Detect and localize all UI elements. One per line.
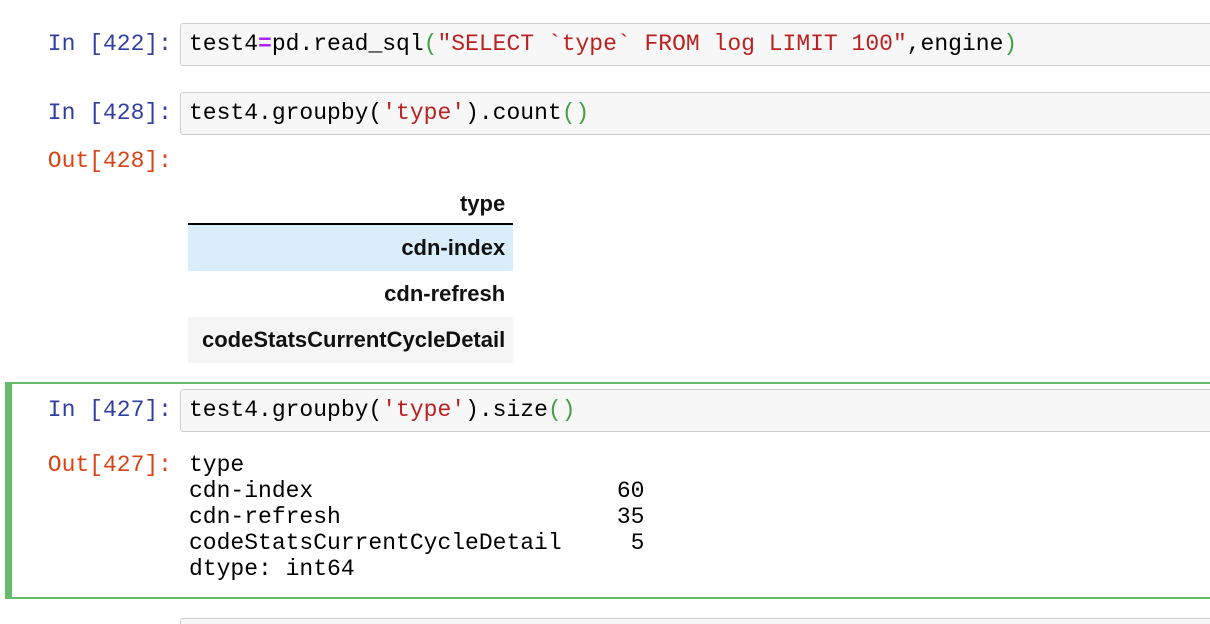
code-token: ,engine bbox=[906, 31, 1004, 57]
input-prompt: In [428]: bbox=[47, 100, 172, 126]
output-prompt: Out[427]: bbox=[47, 452, 172, 478]
table-row: cdn-refresh bbox=[188, 271, 513, 317]
code-input-area[interactable] bbox=[180, 618, 1210, 624]
table-row: cdn-index bbox=[188, 224, 514, 271]
code-input-area[interactable]: test4.groupby('type').count() bbox=[180, 92, 1210, 135]
code-token: ).size bbox=[465, 397, 548, 423]
code-cell-422: In [422]: test4=pd.read_sql("SELECT `typ… bbox=[5, 16, 1210, 73]
output-row: Out[427]: type cdn-index 60 cdn-refresh … bbox=[12, 452, 1210, 592]
code-token: ( bbox=[423, 31, 438, 57]
table-header-row: type bbox=[188, 185, 514, 225]
code-cell-empty bbox=[5, 611, 1210, 624]
code-token: test4.groupby( bbox=[189, 100, 383, 126]
dataframe-output-table: type cdn-index cdn-refresh codeStatsCurr… bbox=[188, 185, 514, 363]
output-prompt: Out[428]: bbox=[47, 148, 172, 174]
table-row-label: cdn-index bbox=[401, 235, 506, 260]
code-token: ).count bbox=[465, 100, 562, 126]
code-token: test4 bbox=[189, 31, 259, 57]
input-prompt: In [427]: bbox=[47, 397, 172, 423]
output-content: type cdn-index 60 cdn-refresh 35 codeSta… bbox=[180, 452, 1210, 592]
input-prompt: In [422]: bbox=[47, 31, 172, 57]
table-row-label: cdn-refresh bbox=[384, 281, 506, 306]
input-row bbox=[12, 618, 1210, 624]
code-token: = bbox=[258, 31, 272, 57]
input-prompt bbox=[12, 618, 176, 624]
table-row-label: codeStatsCurrentCycleDetail bbox=[202, 327, 506, 352]
code-input-area[interactable]: test4=pd.read_sql("SELECT `type` FROM lo… bbox=[180, 23, 1210, 66]
input-row: In [422]: test4=pd.read_sql("SELECT `typ… bbox=[12, 23, 1210, 66]
table-row: codeStatsCurrentCycleDetail bbox=[188, 317, 514, 363]
code-token: 'type' bbox=[382, 397, 466, 423]
code-token: () bbox=[561, 100, 590, 126]
code-token: 'type' bbox=[382, 100, 466, 126]
table-index-name: type bbox=[188, 185, 514, 225]
code-token: test4.groupby( bbox=[189, 397, 383, 423]
input-row: In [427]: test4.groupby('type').size() bbox=[12, 389, 1210, 432]
code-cell-428: In [428]: test4.groupby('type').count() … bbox=[5, 85, 1210, 370]
input-row: In [428]: test4.groupby('type').count() bbox=[12, 92, 1210, 135]
code-token: pd.read_sql bbox=[271, 31, 424, 57]
output-content: type cdn-index cdn-refresh codeStatsCurr… bbox=[180, 148, 1210, 363]
output-row: Out[428]: type cdn-index cdn-refresh bbox=[12, 148, 1210, 363]
code-cell-427-selected[interactable]: In [427]: test4.groupby('type').size() O… bbox=[5, 382, 1210, 599]
series-text-output: type cdn-index 60 cdn-refresh 35 codeSta… bbox=[189, 452, 645, 582]
code-token: "SELECT `type` FROM log LIMIT 100" bbox=[437, 31, 907, 57]
code-token: () bbox=[547, 397, 576, 423]
code-input-area[interactable]: test4.groupby('type').size() bbox=[180, 389, 1210, 432]
code-token: ) bbox=[1003, 31, 1018, 57]
